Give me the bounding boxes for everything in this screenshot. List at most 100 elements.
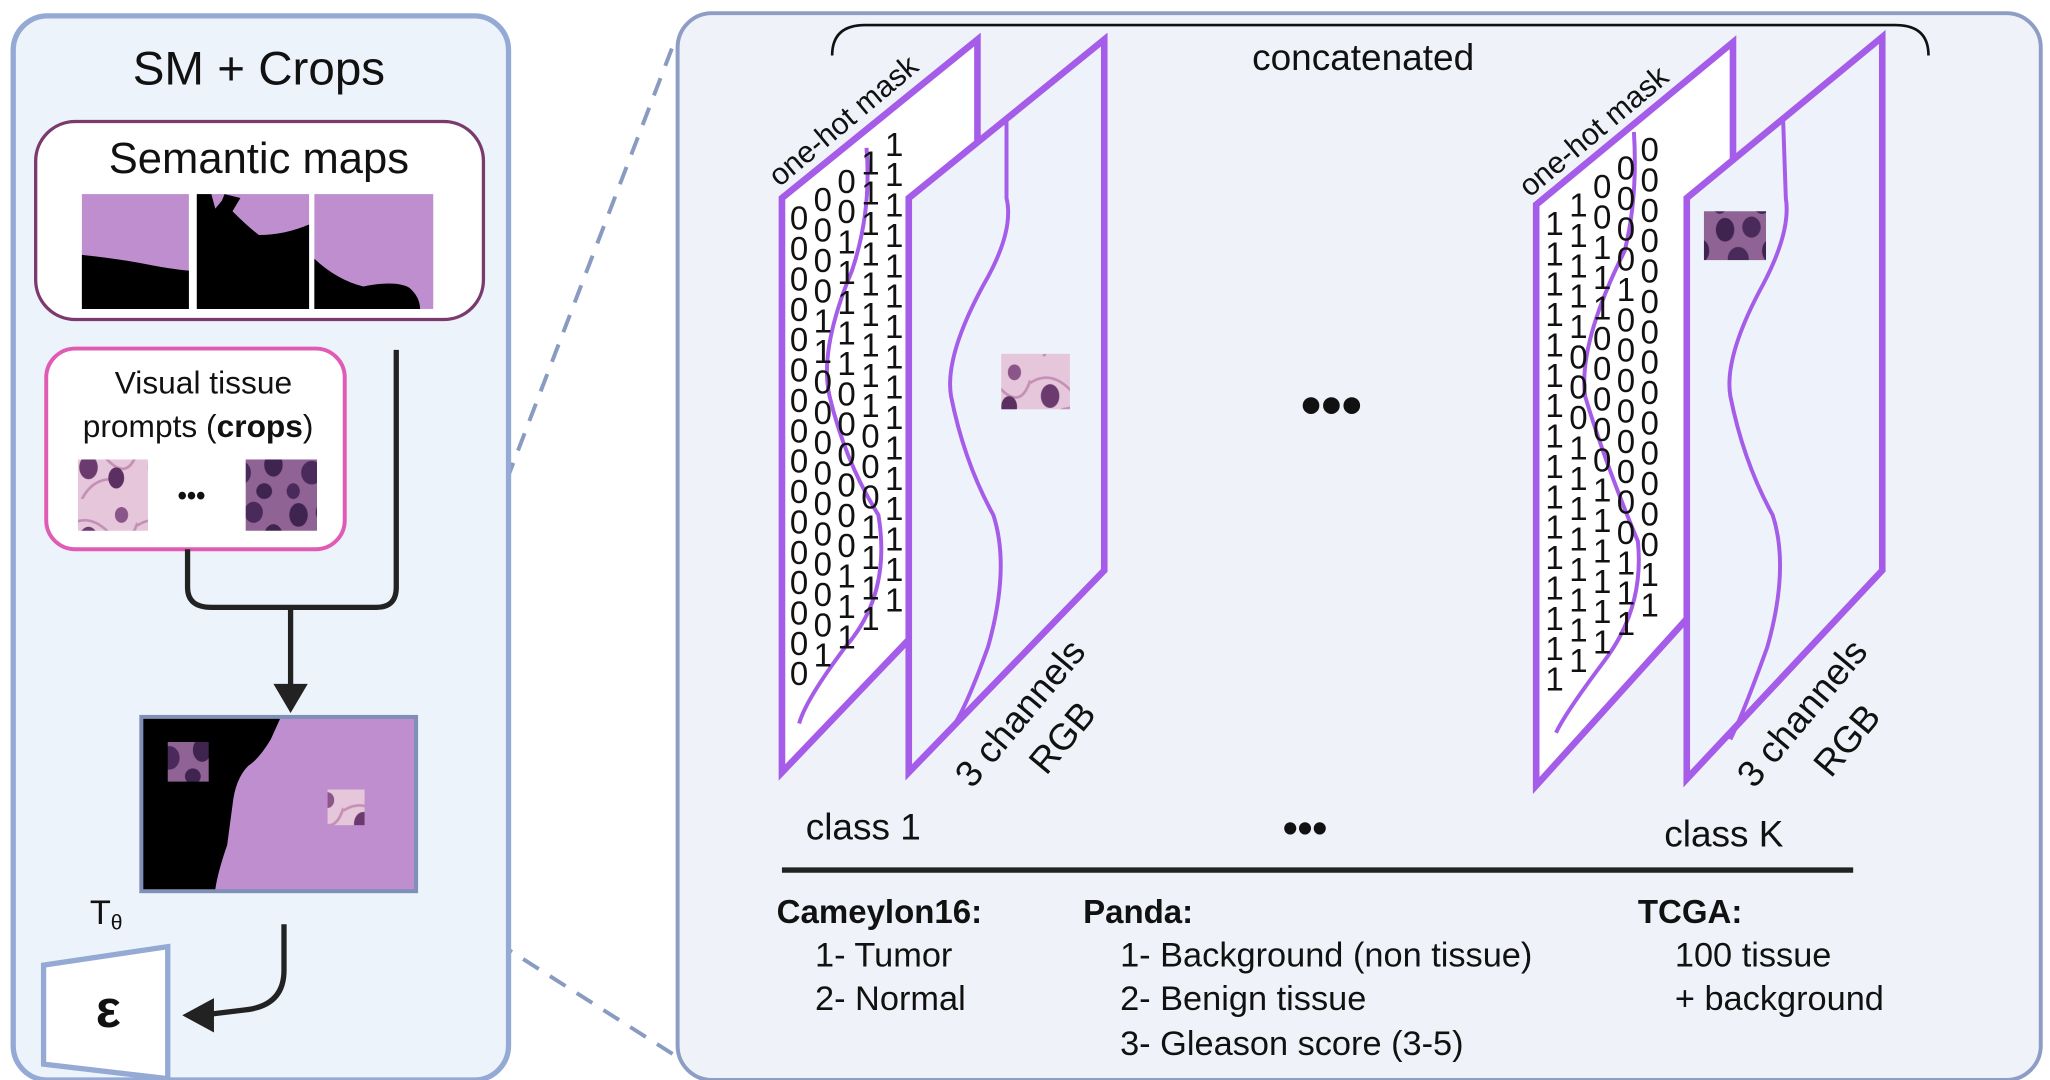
mask-digit: 0 [814,181,832,218]
mask-digit: 1 [837,345,855,382]
composite-map [139,714,419,894]
dataset-item: 100 tissue [1675,936,1832,974]
mask-digit: 0 [814,242,832,279]
mask-digit: 1 [885,126,903,163]
mask-digit: 0 [861,448,879,485]
mask-digit: 0 [1641,344,1659,381]
mask-digit: 1 [1545,600,1563,637]
class-k-mask-boundary [1554,131,1641,734]
mask-digit: 1 [1569,581,1587,618]
mask-digit: 1 [1545,448,1563,485]
mask-digit: 0 [1617,484,1635,521]
semantic-map-3 [314,194,434,309]
mask-digit: 1 [1569,551,1587,588]
mask-digit: 1 [885,429,903,466]
semantic-map-2 [196,194,310,309]
mask-digit: 1 [1617,575,1635,612]
left-panel-title: SM + Crops [133,43,385,96]
mask-digit: 1 [861,235,879,272]
mask-digit: 1 [885,551,903,588]
mask-digit: 0 [837,436,855,473]
mask-digit: 1 [1545,326,1563,363]
mask-digit: 1 [1569,521,1587,558]
mask-digit: 0 [1617,241,1635,278]
mask-digit: 0 [1617,150,1635,187]
mask-digit: 1 [1545,266,1563,303]
dataset-item: 1- Tumor [815,936,952,974]
mask-digit: 0 [837,406,855,443]
mask-digit: 1 [1593,532,1611,569]
zoom-guide-line-top [414,36,679,718]
mask-digit: 0 [1617,423,1635,460]
encoder-label: ε [96,980,121,1039]
mask-digit: 0 [790,443,808,480]
mask-digit: 1 [1569,642,1587,679]
dataset-panda: Panda: 1- Background (non tissue) 2- Ben… [1083,893,1532,1063]
mask-digit: 1 [885,369,903,406]
mask-digit: 0 [790,321,808,358]
mask-digit: 0 [837,527,855,564]
mask-digit: 1 [885,308,903,345]
dataset-item: 3- Gleason score (3-5) [1120,1025,1463,1063]
mask-digit: 1 [885,490,903,527]
mask-digit: 1 [861,175,879,212]
mask-digit: 1 [1545,205,1563,242]
mask-digit: 1 [1545,296,1563,333]
mask-digit: 1 [1593,472,1611,509]
mask-digit: 1 [861,266,879,303]
prompts-ellipsis: ••• [178,480,206,510]
mask-digit: 1 [1593,229,1611,266]
concatenated-label: concatenated [1252,37,1474,78]
mask-digit: 1 [837,224,855,261]
mask-digit: 0 [790,412,808,449]
mask-digit: 1 [1545,661,1563,698]
mask-digit: 1 [1569,429,1587,466]
mask-digit: 0 [790,503,808,540]
mask-digit: 1 [861,144,879,181]
mask-digit: 1 [1569,278,1587,315]
semantic-maps-label: Semantic maps [109,135,409,183]
composite-crop-dark [167,742,209,782]
mask-digit: 0 [1569,369,1587,406]
mask-digit: 0 [1641,222,1659,259]
class-1-rgb-crop [1001,353,1070,410]
merge-connector [184,349,399,610]
class-ellipsis: ••• [1283,804,1327,851]
mask-digit: 1 [837,618,855,655]
mask-digit: 0 [1641,465,1659,502]
dataset-cameylon16: Cameylon16: 1- Tumor 2- Normal [777,893,982,1018]
mask-digit: 1 [1545,509,1563,546]
mask-digit: 1 [885,187,903,224]
mask-digit: 1 [1617,271,1635,308]
mask-digit: 1 [1545,539,1563,576]
mask-digit: 1 [1569,308,1587,345]
mask-digit: 0 [861,418,879,455]
mask-digit: 1 [885,156,903,193]
mask-digit: 1 [861,387,879,424]
mask-digit: 0 [1617,453,1635,490]
dataset-name: TCGA: [1638,893,1743,930]
mask-digit: 0 [1617,362,1635,399]
mask-digit: 1 [1593,502,1611,539]
mask-digit: 0 [1617,180,1635,217]
mask-digit: 1 [1569,612,1587,649]
mask-digit: 0 [1617,332,1635,369]
mask-digit: 0 [1593,441,1611,478]
class-k-rgb-boundary [1727,121,1789,741]
mask-digit: 0 [790,655,808,692]
mask-digit: 1 [814,333,832,370]
zoom-guide-line-bottom [415,889,678,1058]
mask-digit: 1 [885,247,903,284]
mask-digit: 1 [861,357,879,394]
mask-digit: 1 [1545,387,1563,424]
dataset-item: 2- Benign tissue [1120,980,1366,1018]
arrow-down-icon [273,683,308,713]
mask-digit: 1 [837,588,855,625]
mask-digit: 1 [1569,187,1587,224]
mask-digit: 0 [1641,253,1659,290]
mask-digit: 1 [1593,290,1611,327]
mask-digit: 1 [861,296,879,333]
